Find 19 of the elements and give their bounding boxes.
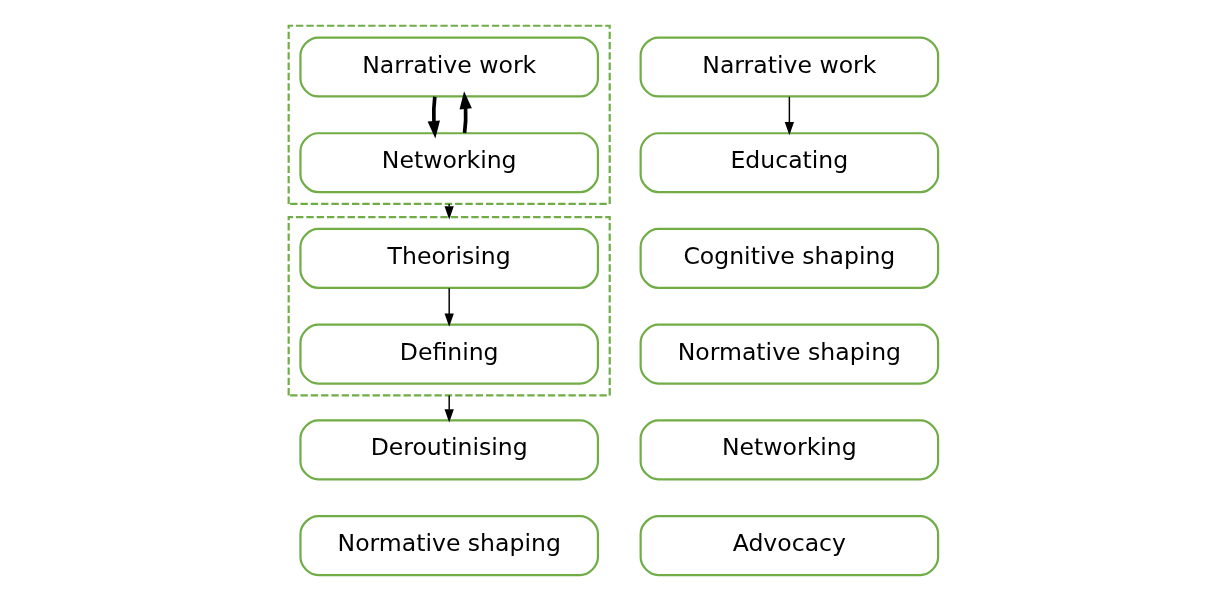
node-box: Educating	[639, 132, 939, 194]
node-box: Normative shaping	[298, 515, 599, 577]
arrow	[444, 203, 454, 220]
arrow	[427, 96, 440, 139]
arrow	[784, 96, 794, 136]
node-box: Cognitive shaping	[639, 227, 939, 289]
arrow	[444, 287, 454, 327]
node-box: Defining	[298, 323, 599, 385]
node-box: Deroutinising	[298, 419, 599, 481]
node-box: Narrative work	[639, 36, 939, 98]
node-box: Theorising	[298, 227, 599, 289]
node-box: Narrative work	[298, 36, 599, 98]
arrow	[444, 394, 454, 423]
node-box: Normative shaping	[639, 323, 939, 385]
arrow	[459, 91, 472, 134]
node-box: Networking	[639, 419, 939, 481]
cluster	[287, 216, 611, 397]
node-box: Advocacy	[639, 515, 939, 577]
node-box: Networking	[298, 132, 599, 194]
